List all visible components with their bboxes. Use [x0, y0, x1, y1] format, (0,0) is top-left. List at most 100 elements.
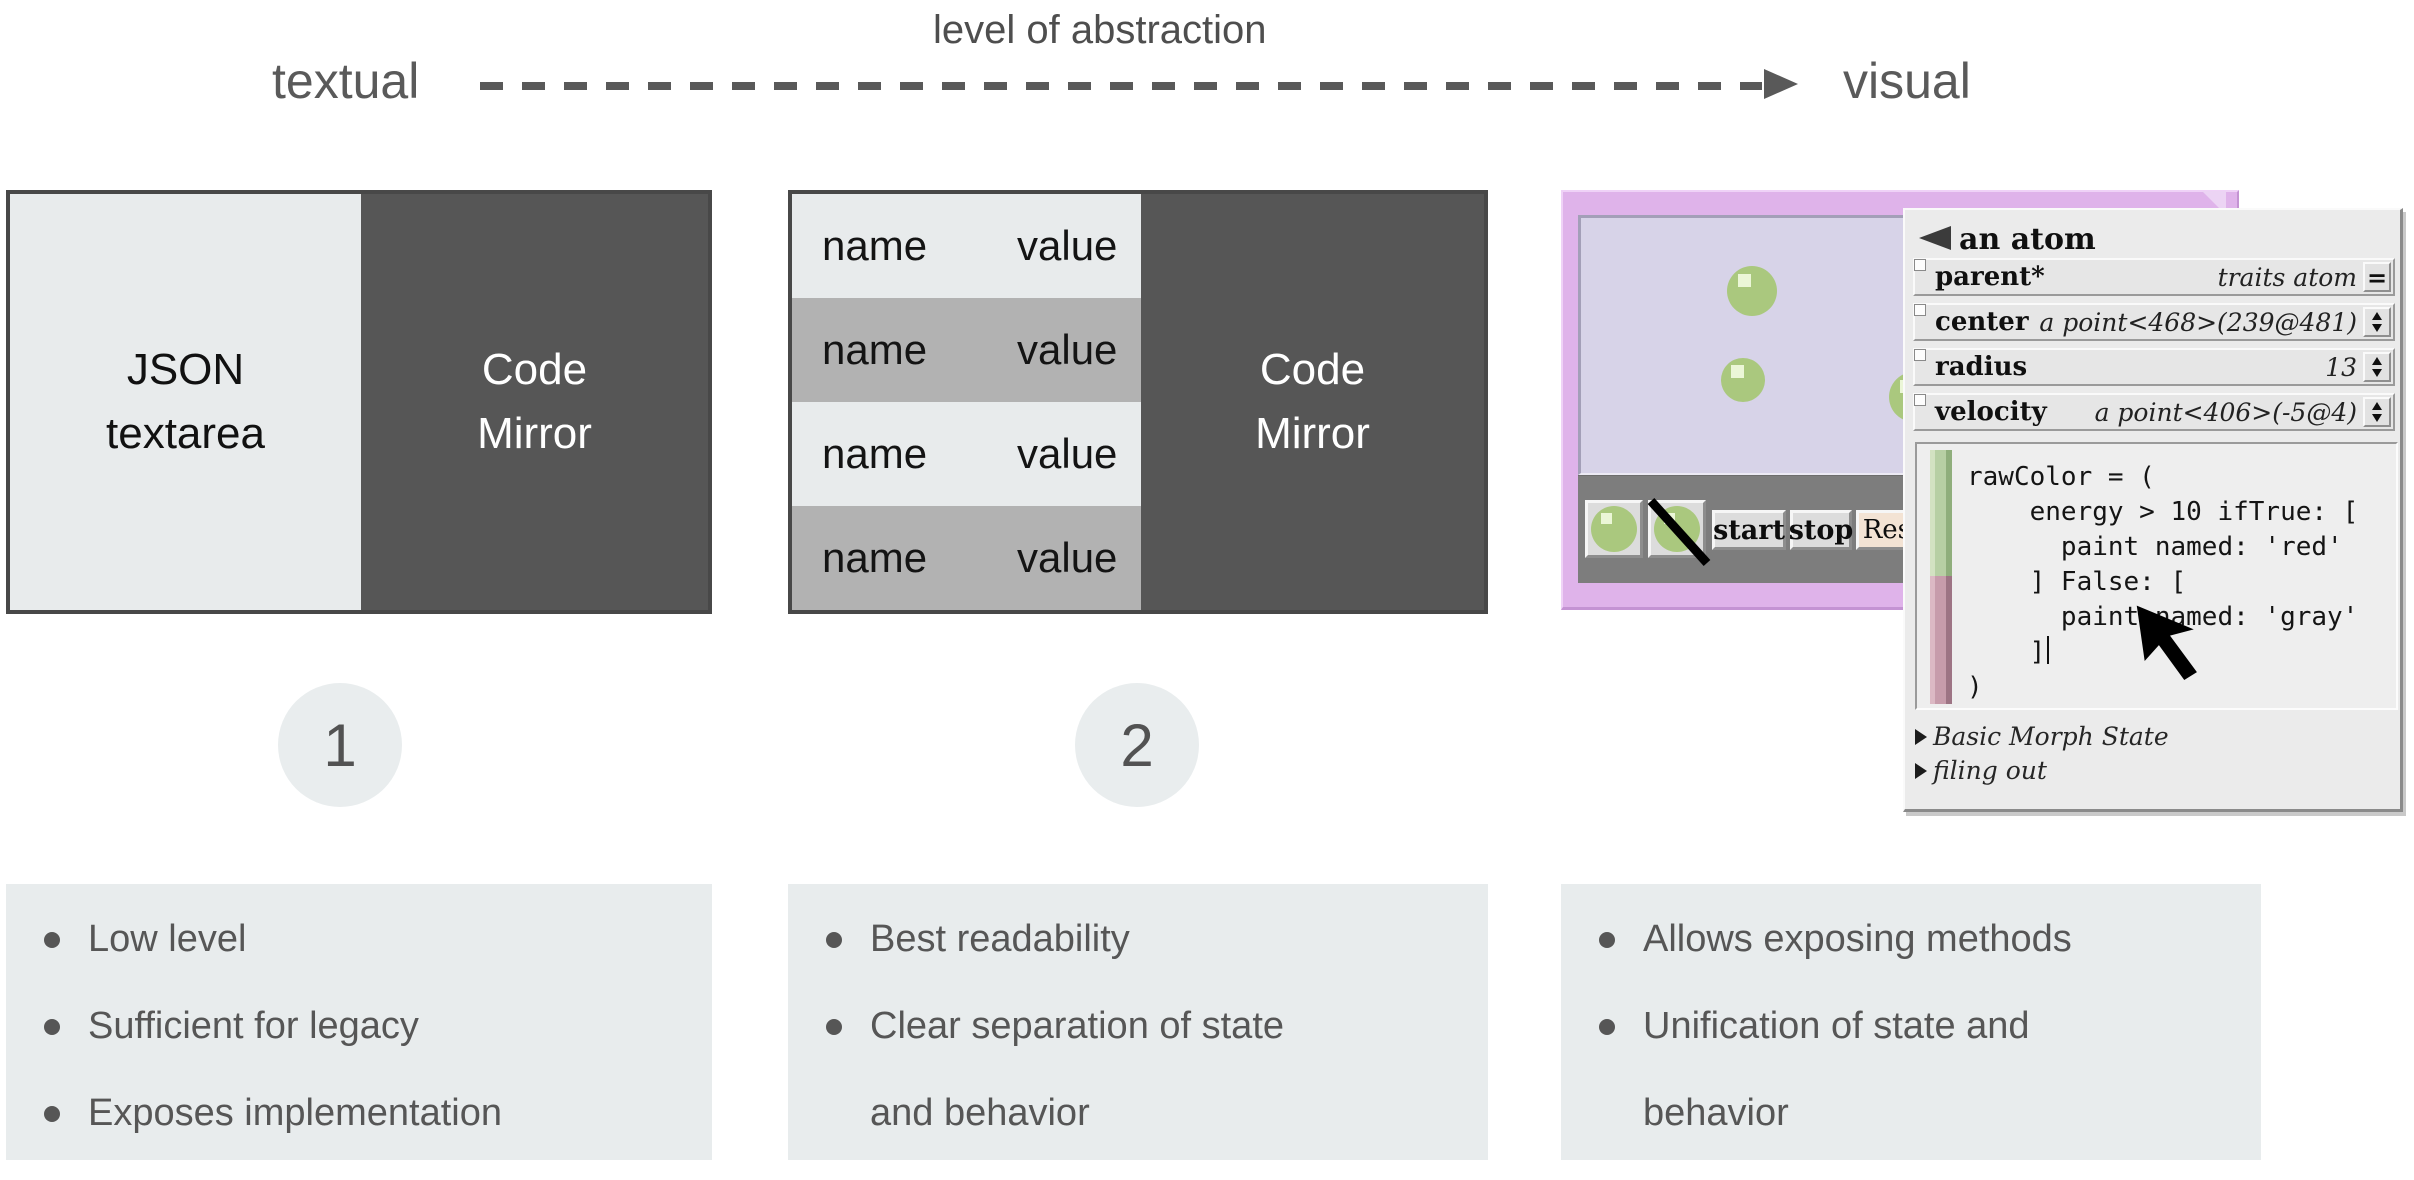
atom-highlight [1730, 365, 1744, 379]
code-line: ] False: [ [1967, 567, 2187, 597]
bullet-item: Allows exposing methods [1561, 896, 2231, 983]
value-cell: value [1017, 326, 1118, 373]
axis-left-label: textual [272, 53, 420, 109]
slot-expander-icon[interactable] [1914, 259, 1926, 271]
option1-diagram: JSON textarea Code Mirror [6, 190, 712, 614]
step-down-icon [2372, 369, 2382, 377]
json-textarea-pane: JSON textarea [10, 194, 361, 610]
slash-icon [1647, 497, 1711, 567]
method-source: rawColor = ( energy > 10 ifTrue: [ paint… [1967, 460, 2358, 705]
start-button-label: start [1713, 514, 1785, 546]
step-down-icon [2372, 324, 2382, 332]
add-atom-button[interactable] [1585, 500, 1643, 558]
value-cell: value [1017, 222, 1118, 269]
axis-right-label: visual [1843, 53, 1971, 109]
slot-value: traits atom [2217, 262, 2357, 292]
name-cell: name [822, 222, 928, 269]
step-1-badge: 1 [278, 683, 402, 807]
slot-row-radius[interactable]: radius 13 [1913, 348, 2395, 386]
name-cell: name [822, 534, 928, 581]
table-row: name value [792, 506, 1141, 610]
code-line: paint named: 'red' [1967, 532, 2343, 562]
value-stepper[interactable] [2363, 307, 2391, 337]
slot-label: parent* [1935, 262, 2045, 292]
text-caret [2047, 636, 2050, 664]
option2-notes: Best readability Clear separation of sta… [788, 884, 1488, 1160]
abstraction-axis-dashed-line [480, 82, 1762, 90]
value-stepper[interactable] [2363, 397, 2391, 427]
step-up-icon [2372, 402, 2382, 410]
slot-row-center[interactable]: center a point<468>(239@481) [1913, 303, 2395, 341]
name-cell: name [822, 326, 928, 373]
collapsed-section-label: filing out [1933, 756, 2047, 785]
code-line: ) [1967, 672, 1983, 702]
atom-outliner-window: an atom parent* traits atom = center a p… [1903, 208, 2403, 812]
expand-arrow-icon [1915, 728, 1927, 745]
json-textarea-label: JSON textarea [106, 345, 265, 458]
start-button[interactable]: start [1712, 510, 1786, 550]
slot-label: center [1935, 307, 2029, 337]
step-up-icon [2372, 312, 2382, 320]
atom-morph[interactable] [1721, 358, 1765, 402]
slot-label: radius [1935, 352, 2028, 382]
bullet-item: Clear separation of state and behavior [788, 983, 1458, 1157]
atom-morph[interactable] [1727, 266, 1777, 316]
section-basic-morph-state[interactable]: Basic Morph State [1915, 722, 2169, 751]
option2-diagram: name value name value name value name va… [788, 190, 1488, 614]
slot-value: a point<406>(-5@4) [2094, 397, 2357, 427]
bullet-item: Sufficient for legacy [6, 983, 682, 1070]
remove-atom-button[interactable] [1647, 497, 1711, 567]
slot-expander-icon[interactable] [1914, 349, 1926, 361]
code-line: energy > 10 ifTrue: [ [1967, 497, 2359, 527]
mouse-cursor-icon [2136, 605, 2197, 680]
outliner-collapse-icon[interactable] [1919, 226, 1953, 252]
codemirror-label-2: Code Mirror [1255, 345, 1370, 458]
option3-notes: Allows exposing methods Unification of s… [1561, 884, 2261, 1160]
atom-highlight [1738, 274, 1751, 287]
name-cell: name [822, 430, 928, 477]
step-1-number: 1 [323, 711, 357, 779]
axis-title: level of abstraction [933, 8, 1267, 52]
slot-row-velocity[interactable]: velocity a point<406>(-5@4) [1913, 393, 2395, 431]
step-up-icon [2372, 357, 2382, 365]
stop-button-label: stop [1788, 514, 1854, 546]
table-row: name value [792, 194, 1141, 298]
step-down-icon [2372, 414, 2382, 422]
equals-button[interactable]: = [2363, 262, 2391, 292]
slot-expander-icon[interactable] [1914, 304, 1926, 316]
scrollbar-upper-segment [1930, 450, 1952, 576]
bullet-item: Low level [6, 896, 682, 983]
code-scrollbar[interactable] [1930, 450, 1952, 704]
scrollbar-lower-segment [1930, 576, 1952, 704]
table-row: name value [792, 402, 1141, 506]
code-line: ] [1967, 635, 2358, 670]
code-line: rawColor = ( [1967, 462, 2155, 492]
slot-expander-icon[interactable] [1914, 394, 1926, 406]
method-code-editor[interactable]: rawColor = ( energy > 10 ifTrue: [ paint… [1915, 442, 2398, 710]
section-filing-out[interactable]: filing out [1915, 756, 2047, 785]
bullet-item: Best readability [788, 896, 1458, 983]
codemirror-pane-2: Code Mirror [1141, 194, 1484, 610]
slot-label: velocity [1935, 397, 2047, 427]
atom-icon [1591, 506, 1637, 552]
name-value-table: name value name value name value name va… [792, 194, 1141, 610]
code-line-text: ] [1967, 637, 2046, 667]
codemirror-pane-1: Code Mirror [361, 194, 708, 610]
codemirror-label-1: Code Mirror [477, 345, 592, 458]
bullet-item: Unification of state and behavior [1561, 983, 2231, 1157]
arrow-head-icon [1764, 69, 1798, 99]
option1-notes: Low level Sufficient for legacy Exposes … [6, 884, 712, 1160]
step-2-badge: 2 [1075, 683, 1199, 807]
value-stepper[interactable] [2363, 352, 2391, 382]
slot-value: 13 [2325, 352, 2357, 382]
slot-row-parent[interactable]: parent* traits atom = [1913, 258, 2395, 296]
value-cell: value [1017, 430, 1118, 477]
table-row: name value [792, 298, 1141, 402]
collapsed-section-label: Basic Morph State [1933, 722, 2169, 751]
value-cell: value [1017, 534, 1118, 581]
outliner-title: an atom [1959, 222, 2096, 257]
slot-value: a point<468>(239@481) [2039, 307, 2357, 337]
stop-button[interactable]: stop [1788, 510, 1854, 550]
atom-highlight [1601, 513, 1613, 525]
